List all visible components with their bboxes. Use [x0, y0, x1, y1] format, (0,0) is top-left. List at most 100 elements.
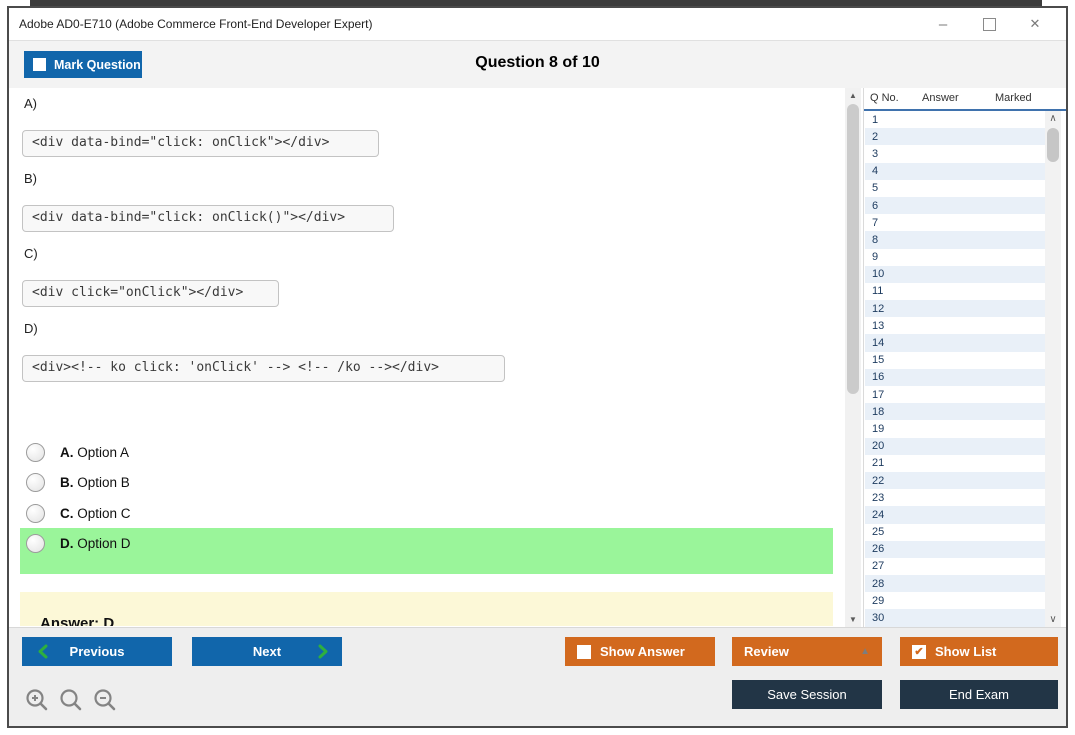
radio-icon[interactable]	[26, 472, 45, 492]
close-button[interactable]: ✕	[1012, 8, 1058, 40]
question-list-row[interactable]: 14	[865, 334, 1046, 352]
bottom-toolbar: Previous Next Show Answer Review ▲ ✔ Sho…	[9, 627, 1066, 726]
question-list-row[interactable]: 15	[865, 351, 1046, 369]
list-scrollbar[interactable]: ∧ ∨	[1045, 111, 1061, 627]
answer-option-b[interactable]: B. Option B	[20, 467, 833, 497]
answer-option-d[interactable]: D. Option D	[20, 528, 833, 558]
question-number: 20	[872, 440, 885, 453]
question-list-row[interactable]: 7	[865, 214, 1046, 232]
question-list-row[interactable]: 1	[865, 111, 1046, 129]
question-number: 5	[872, 182, 879, 195]
question-number: 14	[872, 337, 885, 350]
question-number: 2	[872, 130, 879, 143]
question-list-row[interactable]: 19	[865, 420, 1046, 438]
zoom-in-icon[interactable]	[24, 687, 51, 714]
next-label: Next	[252, 644, 282, 659]
scroll-up-icon[interactable]: ▲	[849, 91, 857, 100]
question-list-row[interactable]: 30	[865, 609, 1046, 627]
question-list-row[interactable]: 6	[865, 196, 1046, 215]
question-number: 25	[872, 526, 885, 539]
question-list-row[interactable]: 10	[865, 265, 1046, 283]
maximize-button[interactable]	[966, 8, 1012, 40]
show-list-button[interactable]: ✔ Show List	[900, 637, 1058, 666]
question-list-row[interactable]: 12	[865, 300, 1046, 318]
end-exam-button[interactable]: End Exam	[900, 680, 1058, 709]
question-list-row[interactable]: 5	[865, 179, 1046, 197]
zoom-out-icon[interactable]	[92, 687, 119, 714]
scroll-down-icon[interactable]: ∨	[1049, 614, 1057, 625]
question-list-row[interactable]: 25	[865, 523, 1046, 541]
question-list-row[interactable]: 8	[865, 231, 1046, 249]
question-list-row[interactable]: 28	[865, 575, 1046, 593]
option-label: Option A	[77, 444, 130, 460]
answer-option-a[interactable]: A. Option A	[20, 437, 833, 467]
background-strip	[30, 0, 1042, 6]
question-number: 24	[872, 508, 885, 521]
question-number: 13	[872, 319, 885, 332]
answer-text: Answer: D	[40, 615, 115, 626]
question-list-row[interactable]: 16	[865, 368, 1046, 386]
question-number: 1	[872, 113, 879, 126]
question-list-row[interactable]: 26	[865, 540, 1046, 558]
question-number: 19	[872, 422, 885, 435]
question-number: 28	[872, 577, 885, 590]
question-list-row[interactable]: 3	[865, 145, 1046, 163]
radio-icon[interactable]	[26, 503, 45, 523]
scrollbar-thumb[interactable]	[1047, 128, 1059, 162]
scroll-up-icon[interactable]: ∧	[1049, 113, 1057, 124]
mark-question-button[interactable]: Mark Question	[24, 51, 142, 78]
window-title: Adobe AD0-E710 (Adobe Commerce Front-End…	[19, 17, 373, 31]
chevron-left-icon	[38, 644, 48, 659]
option-label: Option D	[77, 535, 131, 551]
radio-icon[interactable]	[26, 442, 45, 462]
question-list-row[interactable]: 11	[865, 282, 1046, 301]
question-list-row[interactable]: 2	[865, 128, 1046, 146]
minimize-button[interactable]: –	[920, 8, 966, 40]
scrollbar-thumb[interactable]	[847, 104, 859, 394]
option-d-highlight: D. Option D	[20, 528, 833, 574]
checkbox-icon[interactable]	[33, 58, 46, 71]
question-list-row[interactable]: 17	[865, 386, 1046, 404]
question-number: 26	[872, 543, 885, 556]
show-answer-button[interactable]: Show Answer	[565, 637, 715, 666]
previous-button[interactable]: Previous	[22, 637, 172, 666]
review-button[interactable]: Review ▲	[732, 637, 882, 666]
checkbox-icon[interactable]	[577, 644, 591, 659]
question-list-row[interactable]: 23	[865, 489, 1046, 507]
zoom-reset-icon[interactable]	[58, 687, 85, 714]
question-list-row[interactable]: 13	[865, 317, 1046, 335]
radio-icon[interactable]	[26, 533, 45, 553]
question-number: 16	[872, 371, 885, 384]
question-number: 4	[872, 165, 879, 178]
main-scrollbar[interactable]: ▲ ▼	[845, 88, 861, 627]
option-letter: B.	[60, 474, 74, 490]
save-session-button[interactable]: Save Session	[732, 680, 882, 709]
question-number: 9	[872, 251, 879, 264]
question-list-row[interactable]: 29	[865, 592, 1046, 610]
question-list-row[interactable]: 20	[865, 437, 1046, 455]
scroll-down-icon[interactable]: ▼	[849, 615, 857, 624]
question-number: 8	[872, 233, 879, 246]
question-list-row[interactable]: 22	[865, 471, 1046, 490]
question-counter: Question 8 of 10	[475, 54, 600, 71]
zoom-controls	[24, 687, 119, 714]
mark-question-label: Mark Question	[54, 57, 141, 72]
show-list-label: Show List	[935, 644, 997, 659]
question-list-row[interactable]: 4	[865, 162, 1046, 180]
next-button[interactable]: Next	[192, 637, 342, 666]
question-list-row[interactable]: 24	[865, 506, 1046, 524]
code-option-label: A)	[24, 96, 37, 111]
question-list-row[interactable]: 9	[865, 248, 1046, 266]
column-marked: Marked	[995, 92, 1032, 104]
question-list-row[interactable]: 18	[865, 403, 1046, 421]
show-answer-label: Show Answer	[600, 644, 685, 659]
checkbox-checked-icon[interactable]: ✔	[912, 644, 926, 659]
question-number: 21	[872, 457, 885, 470]
answer-option-c[interactable]: C. Option C	[20, 498, 833, 528]
question-list-row[interactable]: 21	[865, 454, 1046, 472]
question-number: 30	[872, 612, 885, 625]
question-list-row[interactable]: 27	[865, 557, 1046, 576]
question-number: 23	[872, 491, 885, 504]
